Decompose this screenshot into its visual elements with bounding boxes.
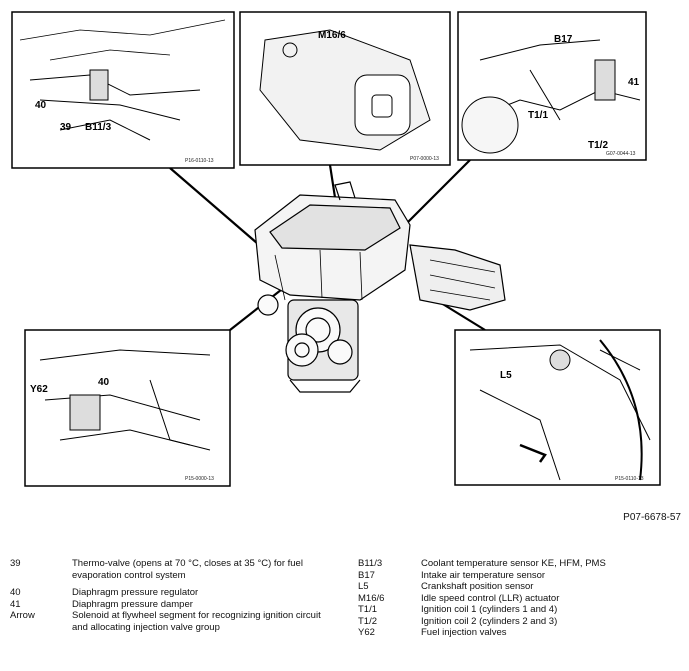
legend-item: Y62 Fuel injection valves [358,627,678,639]
label-40-top: 40 [35,100,47,111]
svg-text:P15-0000-13: P15-0000-13 [185,476,214,482]
legend-desc: Thermo-valve (opens at 70 °C, closes at … [72,558,303,581]
label-t1-2: T1/2 [588,140,608,151]
legend-key: Arrow [10,610,35,621]
legend-key: T1/1 [358,604,378,615]
legend-desc: Solenoid at flywheel segment for recogni… [72,610,321,633]
legend-desc: Diaphragm pressure regulator [72,587,199,598]
svg-text:P07-0000-13: P07-0000-13 [410,156,439,162]
legend-item: 41 Diaphragm pressure damper [10,599,340,611]
legend-item: B17 Intake air temperature sensor [358,570,678,582]
svg-text:P16-0110-13: P16-0110-13 [185,158,214,164]
label-m16-6: M16/6 [318,30,346,41]
legend-item: 39 Thermo-valve (opens at 70 °C, closes … [10,558,340,581]
label-39: 39 [60,122,72,133]
panel-sketches [19,19,651,481]
legend-item: T1/2 Ignition coil 2 (cylinders 2 and 3) [358,616,678,628]
legend-desc: Fuel injection valves [421,627,507,638]
legend-item: B11/3 Coolant temperature sensor KE, HFM… [358,558,678,570]
legend-desc: Intake air temperature sensor [421,569,546,581]
figure-reference: P07-6678-57 [623,512,681,523]
label-l5: L5 [500,370,512,381]
panel-bottom-left [24,329,231,487]
legend-desc: Diaphragm pressure damper [72,598,193,610]
label-b17: B17 [554,34,573,45]
label-t1-1: T1/1 [528,110,548,121]
legend-desc: Ignition coil 1 (cylinders 1 and 4) [421,604,558,615]
panel-codes: P16-0110-13 P07-0000-13 G07-0044-13 P15-… [185,151,644,482]
label-b11-3: B11/3 [85,122,112,133]
legend-key: B11/3 [358,558,383,569]
legend-key: 41 [10,598,21,610]
label-40-bottom: 40 [98,377,110,388]
legend-item: M16/6 Idle speed control (LLR) actuator [358,593,678,605]
legend-desc: Ignition coil 2 (cylinders 2 and 3) [421,615,558,627]
callout-labels: 39 B11/3 40 M16/6 B17 41 T1/1 T1/2 Y62 4… [30,30,640,395]
legend-left: 39 Thermo-valve (opens at 70 °C, closes … [10,558,340,633]
engine-component-diagram: 39 B11/3 40 M16/6 B17 41 T1/1 T1/2 Y62 4… [11,11,661,487]
legend-key: Y62 [358,627,375,638]
legend-desc: Idle speed control (LLR) actuator [421,592,560,604]
svg-text:G07-0044-13: G07-0044-13 [606,151,636,157]
legend-right: B11/3 Coolant temperature sensor KE, HFM… [358,558,678,639]
label-y62: Y62 [30,384,48,395]
legend-key: L5 [358,581,369,592]
legend-key: 40 [10,587,21,598]
legend-item: T1/1 Ignition coil 1 (cylinders 1 and 4) [358,604,678,616]
legend-item: Arrow Solenoid at flywheel segment for r… [10,610,340,633]
legend-desc: Crankshaft position sensor [421,581,534,592]
svg-text:P15-0110-13: P15-0110-13 [615,476,644,482]
legend-key: T1/2 [358,615,378,627]
legend-key: M16/6 [358,592,385,604]
legend-key: B17 [358,569,375,581]
legend-desc: Coolant temperature sensor KE, HFM, PMS [421,558,606,569]
legend-item: L5 Crankshaft position sensor [358,581,678,593]
legend-item: 40 Diaphragm pressure regulator [10,587,340,599]
legend-key: 39 [10,558,21,569]
label-41: 41 [628,77,640,88]
engine-illustration [254,181,506,393]
